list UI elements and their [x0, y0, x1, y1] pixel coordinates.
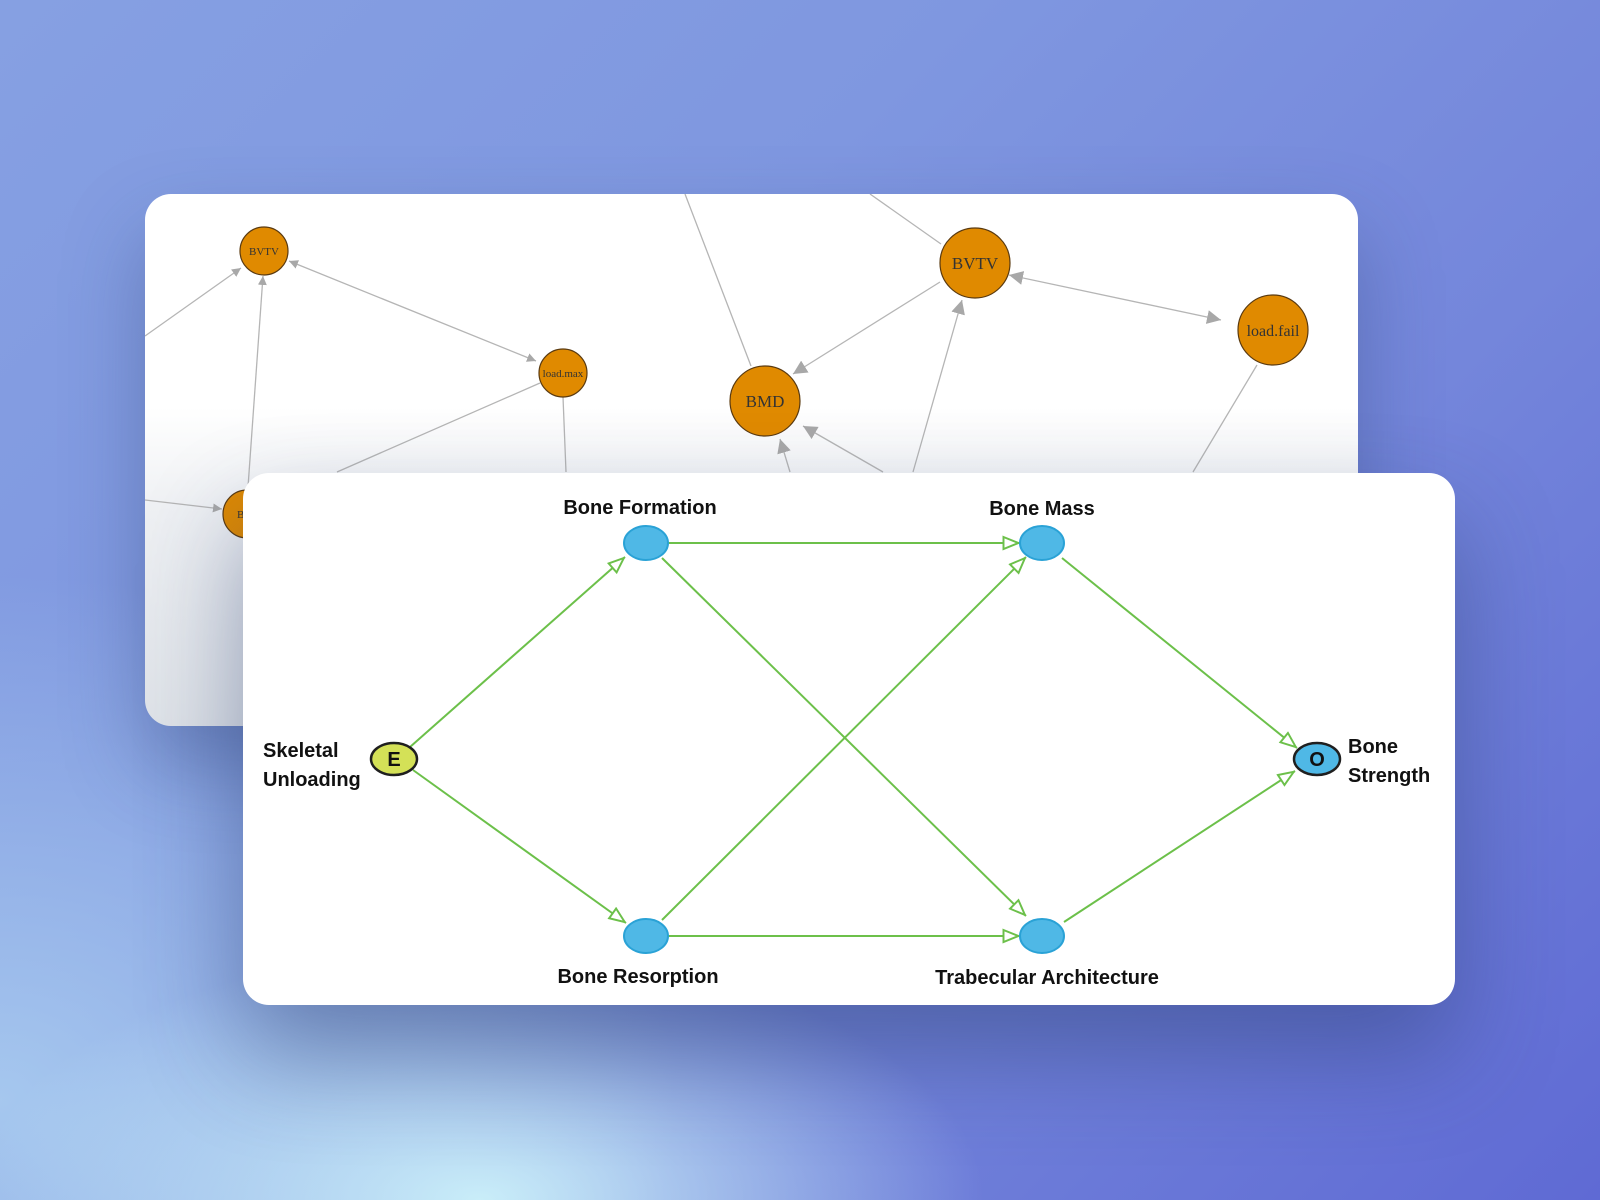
edge-load-fail-down: [1192, 364, 1258, 473]
exposure-label-line2: Unloading: [263, 769, 361, 791]
bn-node-load-max: load.max: [538, 348, 588, 398]
edge-bottom-to-bmd-2: [777, 438, 791, 473]
edge-bone-mass-to-outcome: [1061, 557, 1297, 749]
edge-exposure-to-bone-formation: [409, 556, 625, 748]
edge-bmd-left-to-bvtv-left: [247, 275, 267, 488]
bn-node-bmd: BMD: [729, 365, 801, 437]
edge-load-max-down: [562, 396, 567, 473]
causal-dag-diagram: E Skeletal Unloading O Bone Strength Bon…: [263, 497, 1430, 989]
edge-load-max-down-left: [336, 382, 541, 473]
svg-text:BVTV: BVTV: [249, 246, 279, 258]
causal-dag-panel: E Skeletal Unloading O Bone Strength Bon…: [243, 473, 1455, 1005]
bayesian-network-graph: BVTV load.max BM BMD BVTV load.fail: [145, 194, 1309, 539]
edge-offscreen-to-bvtv-left: [145, 267, 242, 337]
edge-offscreen-to-bmd-left: [145, 499, 223, 513]
bone-mass-label: Bone Mass: [989, 498, 1095, 520]
svg-text:E: E: [387, 749, 400, 771]
bn-node-bvtv-right: BVTV: [939, 227, 1011, 299]
exposure-label-line1: Skeletal: [263, 740, 339, 762]
svg-text:BMD: BMD: [746, 392, 785, 411]
svg-text:O: O: [1309, 749, 1325, 771]
edge-trabecular-to-outcome: [1063, 770, 1295, 923]
trabecular-architecture-label: Trabecular Architecture: [935, 967, 1159, 989]
edge-top-to-bvtv-right: [869, 194, 942, 245]
outcome-node: O: [1292, 741, 1342, 777]
bone-resorption-label: Bone Resorption: [557, 966, 718, 988]
bn-node-load-fail: load.fail: [1237, 294, 1309, 366]
exposure-node: E: [369, 741, 419, 777]
edge-bvtv-right-load-fail: [1008, 271, 1222, 324]
edge-bone-formation-to-trabecular: [661, 557, 1026, 916]
edge-bvtv-left-load-max: [288, 260, 537, 362]
edge-top-to-bmd: [684, 194, 752, 367]
edge-bottom-to-bvtv-right: [912, 299, 965, 473]
trabecular-architecture-node: [1019, 918, 1065, 954]
bone-formation-label: Bone Formation: [563, 497, 716, 519]
edge-bone-resorption-to-bone-mass: [661, 557, 1026, 921]
bone-mass-node: [1019, 525, 1065, 561]
edge-bottom-to-bmd: [802, 425, 884, 473]
svg-text:load.fail: load.fail: [1247, 323, 1300, 340]
svg-text:BVTV: BVTV: [952, 254, 999, 273]
bn-node-bvtv-left: BVTV: [239, 226, 289, 276]
outcome-label-line2: Strength: [1348, 765, 1430, 787]
bone-resorption-node: [623, 918, 669, 954]
edge-bvtv-right-to-bmd: [792, 281, 941, 375]
svg-text:load.max: load.max: [543, 368, 584, 380]
outcome-label-line1: Bone: [1348, 736, 1398, 758]
bone-formation-node: [623, 525, 669, 561]
edge-exposure-to-bone-resorption: [412, 769, 626, 924]
